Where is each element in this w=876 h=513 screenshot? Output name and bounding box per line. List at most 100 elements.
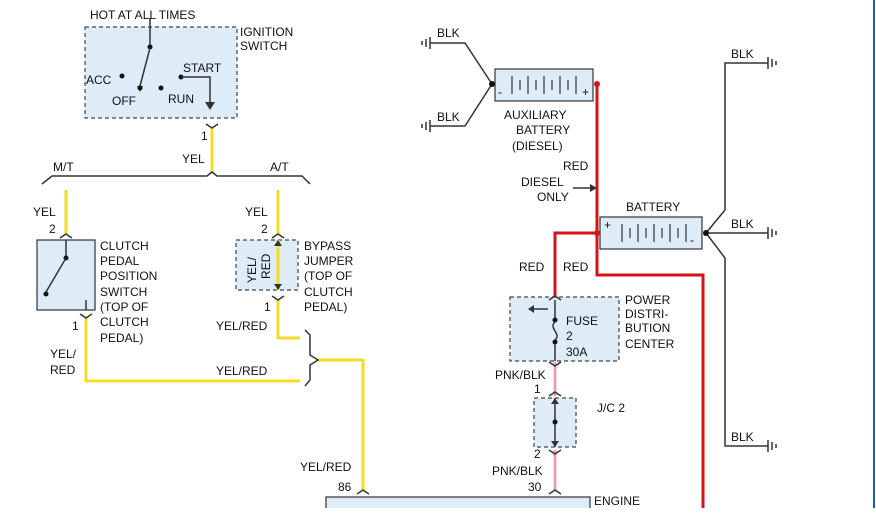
bypass-pin-out-label: 1 — [264, 300, 271, 314]
jc2-pin-in-label: 1 — [534, 382, 541, 396]
fuse-number: 2 — [566, 329, 573, 343]
relay-feed-connector-icon — [356, 489, 370, 495]
bypass-name-line1: BYPASS — [304, 239, 351, 253]
aux-battery-plus: + — [582, 85, 589, 99]
clutch-switch-blade — [45, 257, 67, 293]
jc2-pin-relay-label: 30 — [528, 480, 542, 494]
battery-ground-mid-label: BLK — [731, 217, 754, 231]
ignition-run-contact — [158, 85, 164, 91]
ignition-pivot — [147, 44, 153, 50]
battery-ground-bottom-icon — [767, 440, 777, 452]
wire-yelred-relay — [318, 358, 365, 490]
fuse-bottom-contact — [552, 339, 558, 345]
clutch-name-line5: (TOP OF — [100, 300, 148, 314]
auxiliary-battery: - + AUXILIARY BATTERY (DIESEL) BLK BLK R… — [437, 26, 600, 204]
aux-note-line1: DIESEL — [521, 175, 564, 189]
bypass-inner-line1: YEL/ — [245, 256, 259, 283]
aux-battery-name-line1: AUXILIARY — [504, 108, 566, 122]
aux-battery-pos-terminal — [594, 81, 600, 87]
aux-note-line2: ONLY — [537, 190, 569, 204]
jc2-arrow-up-icon — [551, 398, 559, 404]
battery-ground-top-label: BLK — [731, 47, 754, 61]
aux-note-arrow-icon — [590, 184, 597, 192]
pdc-name-line2: DISTRI- — [625, 307, 668, 321]
ignition-off-label: OFF — [112, 94, 136, 108]
wire-blk-aux-bottom — [430, 83, 493, 127]
wire-blk-bat-bottom — [705, 232, 768, 447]
clutch-pin-out-label: 1 — [72, 319, 79, 333]
clutch-switch: YEL 2 1 CLUTCH PEDAL POSITION SWITCH (TO… — [33, 205, 268, 378]
clutch-connector-top-icon — [59, 233, 73, 239]
battery-ground-top-icon — [767, 57, 777, 69]
bypass-jumper: YEL/ RED YEL 2 1 BYPASS JUMPER (TOP OF C… — [216, 205, 354, 333]
pdc-name-line3: BUTION — [625, 321, 670, 335]
wire-yelred-bypass-out — [276, 300, 300, 340]
engine-block: ENGINE — [325, 494, 640, 513]
pdc-name-line1: POWER — [625, 293, 671, 307]
battery-plus: + — [604, 218, 611, 232]
ignition-acc-contact — [119, 73, 125, 79]
bypass-pin-in-label: 2 — [261, 222, 268, 236]
wire-blk-aux-top — [430, 42, 493, 85]
jc2-arrow-down-icon — [551, 441, 559, 447]
battery-pos-terminal — [594, 230, 600, 236]
battery-neg-terminal — [703, 230, 709, 236]
aux-ground-top-icon — [421, 37, 431, 49]
aux-battery-name-line3: (DIESEL) — [512, 139, 563, 153]
ignition-name-line1: IGNITION — [240, 25, 293, 39]
ignition-start-arrow-icon — [205, 102, 215, 110]
bypass-arrow-down-icon — [274, 284, 282, 290]
jc2-connector-bottom-icon — [548, 449, 562, 455]
junction-connector-2: PNK/BLK 1 J/C 2 2 PNK/BLK 30 — [492, 368, 625, 495]
relay-feed-wire-label: YEL/RED — [300, 460, 352, 474]
bypass-name-line2: JUMPER — [304, 254, 354, 268]
clutch-pin-in-label: 2 — [49, 222, 56, 236]
main-battery: + - BATTERY RED RED BLK BLK BLK — [519, 47, 754, 444]
clutch-switch-pivot — [43, 291, 49, 297]
branch-mt-label: M/T — [53, 160, 74, 174]
pdc-connector-top-icon — [548, 295, 562, 301]
jc2-wire-in-label: PNK/BLK — [495, 368, 546, 382]
clutch-name-line7: PEDAL) — [100, 331, 143, 345]
clutch-wire-out-line2: RED — [50, 363, 76, 377]
aux-battery-neg-terminal — [489, 81, 495, 87]
battery-ground-bottom-label: BLK — [731, 430, 754, 444]
fuse-label: FUSE — [566, 314, 598, 328]
aux-ground-bottom-label: BLK — [437, 110, 460, 124]
relay-30-connector-icon — [548, 489, 562, 495]
power-distribution-center: FUSE 2 30A POWER DISTRI- BUTION CENTER — [509, 293, 675, 367]
ignition-hot-label: HOT AT ALL TIMES — [90, 8, 195, 22]
aux-battery-minus: - — [498, 85, 502, 99]
clutch-name-line4: SWITCH — [100, 285, 147, 299]
clutch-connector-bottom-icon — [79, 313, 93, 319]
pdc-arrow-icon — [528, 305, 534, 313]
aux-battery-name-line2: BATTERY — [516, 123, 570, 137]
ignition-blade — [139, 47, 151, 87]
battery-box — [599, 216, 703, 250]
bypass-wire-in-label: YEL — [245, 205, 268, 219]
fuse-top-contact — [552, 317, 558, 323]
ignition-start-label: START — [183, 61, 222, 75]
bypass-jumper-box — [235, 239, 299, 291]
ignition-wire-label: YEL — [182, 152, 205, 166]
battery-wire-left-label: RED — [519, 260, 545, 274]
clutch-wire-out-line1: YEL/ — [50, 347, 77, 361]
jc2-connector-top-icon — [548, 391, 562, 397]
engine-label: ENGINE — [594, 494, 640, 508]
clutch-name-line2: PEDAL — [100, 254, 140, 268]
ignition-off-contact — [137, 85, 143, 91]
ignition-run-label: RUN — [168, 92, 194, 106]
ignition-connector-icon — [205, 123, 219, 129]
engine-block-box — [325, 496, 591, 513]
clutch-name-line6: CLUTCH — [100, 315, 149, 329]
bypass-arrow-up-icon — [274, 240, 282, 246]
wire-yelred-clutch-out — [84, 318, 300, 383]
relay-feed-pin-label: 86 — [338, 480, 352, 494]
jc2-pin-out-label: 2 — [534, 447, 541, 461]
clutch-wire-run-label: YEL/RED — [216, 364, 268, 378]
clutch-name-line3: POSITION — [100, 269, 157, 283]
aux-battery-cells — [511, 76, 577, 94]
ignition-start-path — [181, 76, 211, 106]
bypass-connector-top-icon — [271, 233, 285, 239]
